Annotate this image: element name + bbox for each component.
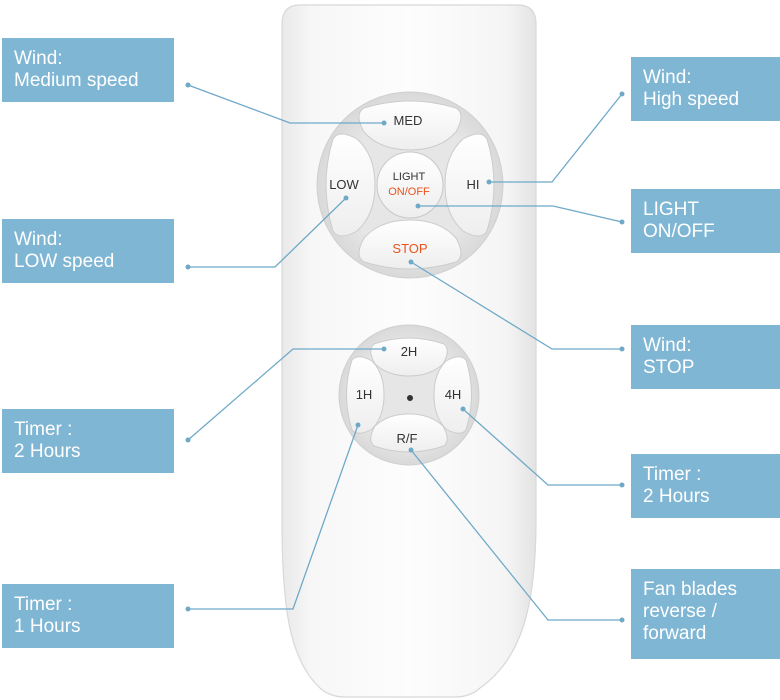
label-timer-2h-right: Timer : 2 Hours xyxy=(631,454,780,518)
label-rf-line3: forward xyxy=(643,623,707,644)
label-timer2-right-line1: Timer : xyxy=(643,464,702,485)
label-med-speed: Wind: Medium speed xyxy=(2,38,174,102)
med-button-label: MED xyxy=(394,113,423,128)
4h-button-label: 4H xyxy=(445,387,462,402)
low-button-shape[interactable] xyxy=(325,133,376,237)
label-med-line2: Medium speed xyxy=(14,70,139,91)
leader-timer2-left xyxy=(187,348,384,441)
leader-med xyxy=(187,84,384,124)
label-rf-line1: Fan blades xyxy=(643,579,738,600)
2h-button-shape[interactable] xyxy=(370,337,448,377)
label-low-speed: Wind: LOW speed xyxy=(2,219,174,283)
leader-rf xyxy=(410,449,622,621)
label-hi-line1: Wind: xyxy=(643,67,692,88)
hi-button-shape[interactable] xyxy=(444,133,495,237)
label-timer2-right-line2: 2 Hours xyxy=(643,486,710,507)
label-hi-line2: High speed xyxy=(643,89,740,110)
stop-button-shape[interactable] xyxy=(358,219,462,270)
label-timer-1h: Timer : 1 Hours xyxy=(2,584,174,648)
low-button-label: LOW xyxy=(329,177,359,192)
leader-light xyxy=(418,205,623,223)
label-rf-line2: reverse / xyxy=(643,601,717,622)
label-stop-line2: STOP xyxy=(643,357,695,378)
leader-hi xyxy=(489,93,623,183)
label-timer1-line2: 1 Hours xyxy=(14,616,81,637)
label-light-line2: ON/OFF xyxy=(643,221,715,242)
leader-stop xyxy=(410,261,622,350)
2h-button-label: 2H xyxy=(401,344,418,359)
hi-button-label: HI xyxy=(467,177,480,192)
1h-button-label: 1H xyxy=(356,387,373,402)
label-timer-2h-left: Timer : 2 Hours xyxy=(2,409,174,473)
label-stop-line1: Wind: xyxy=(643,335,692,356)
rf-button-label: R/F xyxy=(397,431,418,446)
stop-button-label: STOP xyxy=(392,241,427,256)
label-light-line1: LIGHT xyxy=(643,199,699,220)
label-fan-reverse: Fan blades reverse / forward xyxy=(631,569,780,659)
label-low-line2: LOW speed xyxy=(14,251,115,272)
leader-endpoints xyxy=(185,82,625,623)
med-button-shape[interactable] xyxy=(358,100,462,151)
leader-timer2-right xyxy=(462,408,622,486)
leader-timer1 xyxy=(188,424,359,610)
label-timer2-left-line1: Timer : xyxy=(14,419,73,440)
lower-center-dot xyxy=(407,395,413,401)
label-light-onoff: LIGHT ON/OFF xyxy=(631,189,780,253)
rf-button-shape[interactable] xyxy=(370,413,448,453)
light-button-label-bottom: ON/OFF xyxy=(388,186,430,198)
label-high-speed: Wind: High speed xyxy=(631,57,780,121)
light-button-label-top: LIGHT xyxy=(393,171,426,183)
light-button-shape[interactable] xyxy=(376,151,444,219)
label-timer1-line1: Timer : xyxy=(14,594,73,615)
label-med-line1: Wind: xyxy=(14,48,63,69)
label-timer2-left-line2: 2 Hours xyxy=(14,441,81,462)
leader-lines xyxy=(187,84,623,621)
label-low-line1: Wind: xyxy=(14,229,63,250)
1h-button-shape[interactable] xyxy=(346,356,385,434)
4h-button-shape[interactable] xyxy=(433,356,472,434)
leader-low xyxy=(188,197,347,268)
label-stop: Wind: STOP xyxy=(631,325,780,389)
